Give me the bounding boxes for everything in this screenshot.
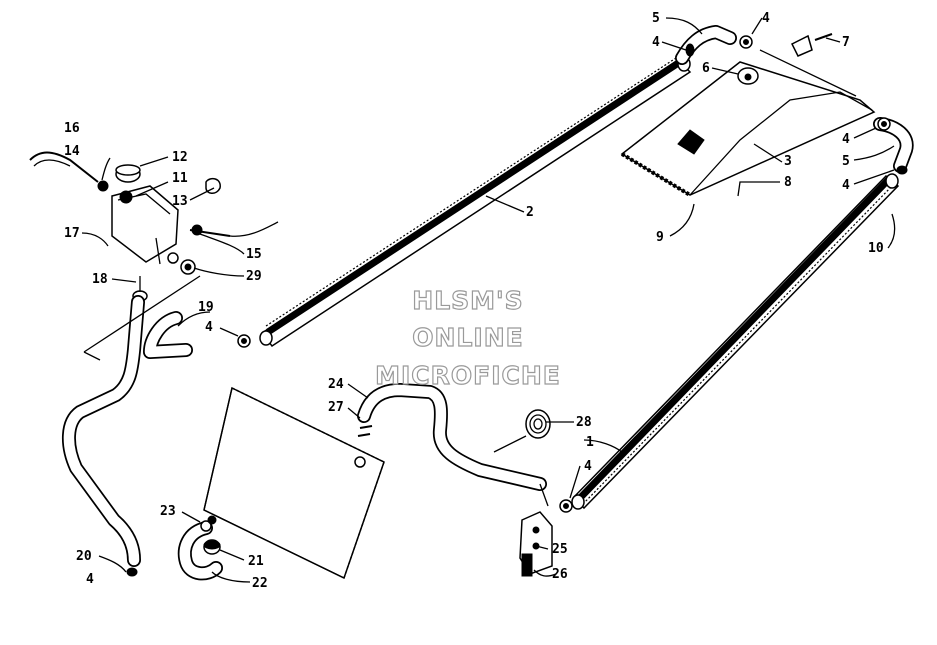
callout-27: 27 [328, 400, 344, 415]
hose-top [675, 25, 753, 65]
callout-8: 8 [784, 175, 792, 190]
callout-5-top: 5 [652, 11, 660, 26]
heat-exchanger-right [571, 173, 900, 510]
callout-3: 3 [784, 154, 792, 169]
callout-4-top: 4 [652, 35, 660, 50]
callout-9: 9 [656, 230, 664, 245]
callout-26: 26 [552, 567, 568, 582]
callout-28: 28 [576, 415, 592, 430]
callout-14: 14 [64, 144, 80, 159]
callout-4-top-right: 4 [762, 11, 770, 26]
radiator-panel [203, 386, 385, 580]
callout-10: 10 [868, 241, 884, 256]
watermark-line3: MICROFICHE [375, 361, 561, 390]
callout-21: 21 [248, 554, 264, 569]
callout-25: 25 [552, 542, 568, 557]
callout-7: 7 [842, 35, 850, 50]
callout-6: 6 [702, 61, 710, 76]
callout-4-bottom: 4 [86, 572, 94, 587]
callout-19: 19 [198, 300, 214, 315]
callout-11: 11 [172, 171, 188, 186]
leader-lines [81, 17, 896, 583]
callout-24: 24 [328, 377, 344, 392]
spring-clamp [493, 409, 551, 453]
tunnel-bracket [620, 33, 876, 197]
callout-4-right-upper: 4 [842, 132, 850, 147]
callout-13: 13 [172, 194, 188, 209]
callout-22: 22 [252, 576, 268, 591]
callout-16: 16 [64, 121, 80, 136]
callout-20: 20 [76, 549, 92, 564]
callout-2: 2 [526, 205, 534, 220]
hose-right [873, 117, 914, 175]
callout-29: 29 [246, 269, 262, 284]
callouts: 1 2 3 4 4 4 4 4 4 4 5 5 6 7 8 9 10 11 12… [64, 11, 884, 591]
watermark-line1: HLSM'S [412, 286, 523, 315]
hose-19 [143, 311, 251, 359]
callout-23: 23 [160, 504, 176, 519]
bracket-25 [519, 511, 553, 577]
clamp-lower-right [559, 499, 573, 513]
callout-4-right-lower: 4 [842, 178, 850, 193]
watermark: HLSM'S ONLINE MICROFICHE [375, 285, 561, 390]
callout-4-lower: 4 [584, 459, 592, 474]
hose-22 [177, 515, 223, 581]
heat-exchanger-upper [259, 56, 692, 348]
callout-17: 17 [64, 226, 80, 241]
callout-18: 18 [92, 272, 108, 287]
callout-1: 1 [586, 435, 594, 450]
hose-20 [61, 275, 201, 577]
callout-4-left: 4 [205, 320, 213, 335]
watermark-line2: ONLINE [412, 323, 523, 352]
callout-5-right: 5 [842, 154, 850, 169]
callout-15: 15 [246, 247, 262, 262]
callout-12: 12 [172, 150, 188, 165]
hose-24 [357, 383, 549, 507]
